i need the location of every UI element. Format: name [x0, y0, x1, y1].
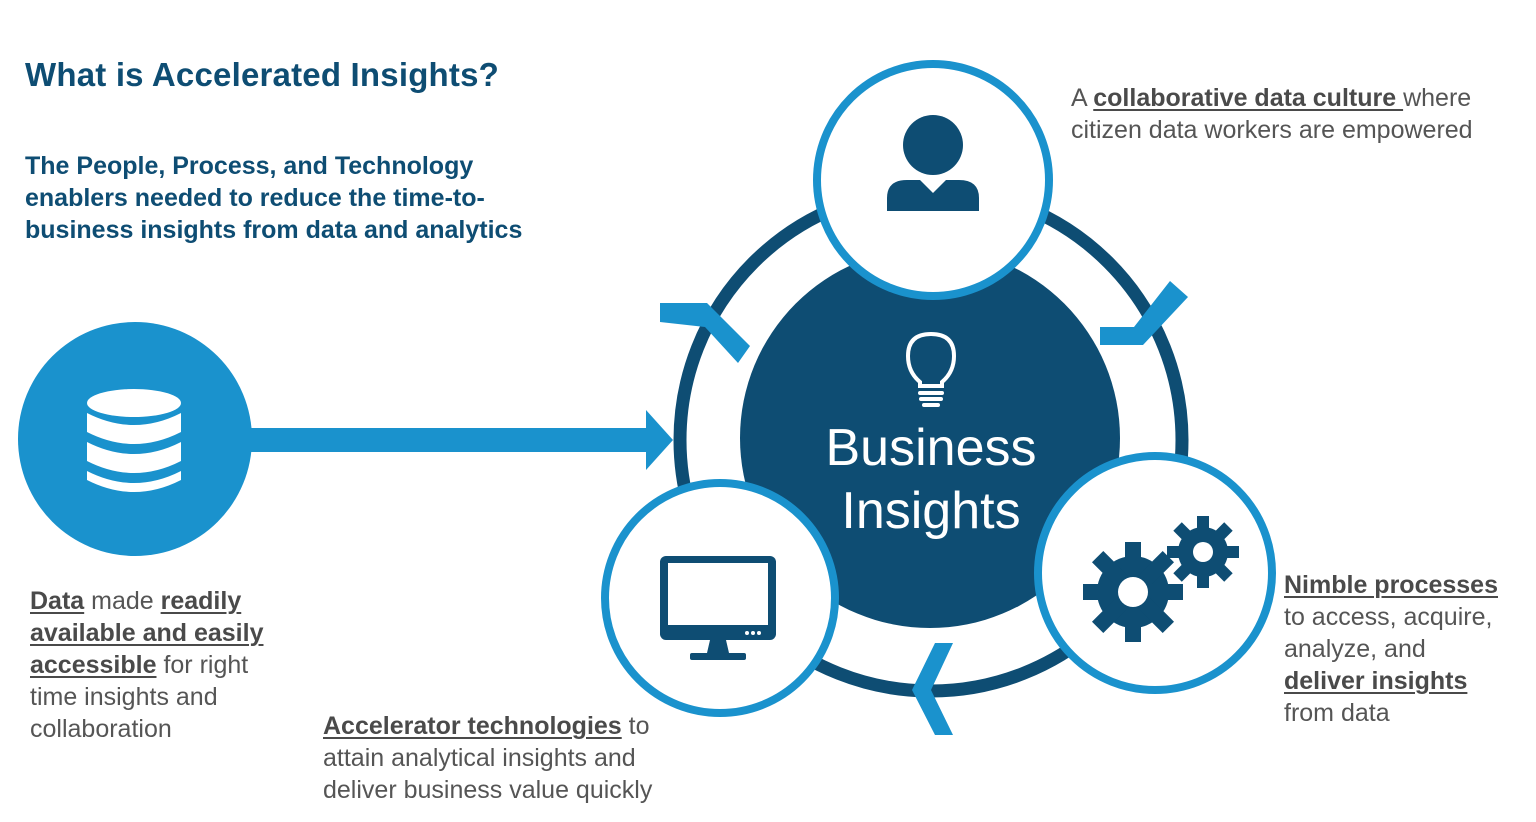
caption-text: citizen data workers are empowered	[1071, 116, 1473, 144]
collaborative-keyword: collaborative data culture	[1093, 84, 1404, 112]
technology-node	[601, 479, 839, 717]
culture-caption: A collaborative data culture where citiz…	[1071, 82, 1521, 146]
caption-text: time insights and	[30, 683, 218, 711]
arrow-right-icon	[240, 410, 673, 470]
data-node	[18, 322, 252, 556]
caption-text: from data	[1284, 699, 1390, 727]
person-icon	[887, 115, 979, 211]
database-icon	[87, 389, 181, 492]
caption-text: to	[621, 712, 650, 740]
subtitle-line: business insights from data and analytic…	[25, 216, 523, 244]
caption-text: to access, acquire,	[1284, 603, 1493, 631]
gears-icon	[1083, 516, 1239, 642]
chevron-icon	[660, 281, 1188, 735]
caption-text: where	[1403, 84, 1472, 112]
center-title-line2: Insights	[841, 482, 1020, 540]
people-node	[813, 60, 1053, 300]
caption-text: deliver business value quickly	[323, 776, 653, 804]
accelerator-keyword: Accelerator technologies	[323, 712, 622, 740]
available-keyword: available and easily	[30, 619, 264, 647]
readily-keyword: readily	[160, 587, 242, 615]
subtitle-line: The People, Process, and Technology	[25, 152, 474, 180]
page-title: What is Accelerated Insights?	[25, 56, 500, 93]
center-circle	[740, 248, 1120, 628]
deliver-keyword: deliver insights	[1284, 667, 1468, 695]
caption-text: analyze, and	[1284, 635, 1426, 663]
subtitle-line: enablers needed to reduce the time-to-	[25, 184, 485, 212]
subtitle: The People, Process, and Technology enab…	[25, 150, 585, 246]
center-title-line1: Business	[826, 419, 1037, 477]
caption-text: made	[84, 587, 161, 615]
monitor-icon	[660, 556, 776, 660]
technology-caption: Accelerator technologies to attain analy…	[323, 710, 693, 806]
nimble-keyword: Nimble processes	[1284, 571, 1498, 599]
data-caption: Data made readily available and easily a…	[30, 585, 320, 745]
caption-text: attain analytical insights and	[323, 744, 636, 772]
caption-text: collaboration	[30, 715, 172, 743]
process-caption: Nimble processes to access, acquire, ana…	[1284, 569, 1529, 729]
process-node	[1034, 452, 1276, 694]
caption-text: for right	[156, 651, 249, 679]
caption-text: A	[1071, 84, 1094, 112]
data-keyword: Data	[30, 587, 85, 615]
lightbulb-icon	[905, 331, 957, 407]
accessible-keyword: accessible	[30, 651, 157, 679]
